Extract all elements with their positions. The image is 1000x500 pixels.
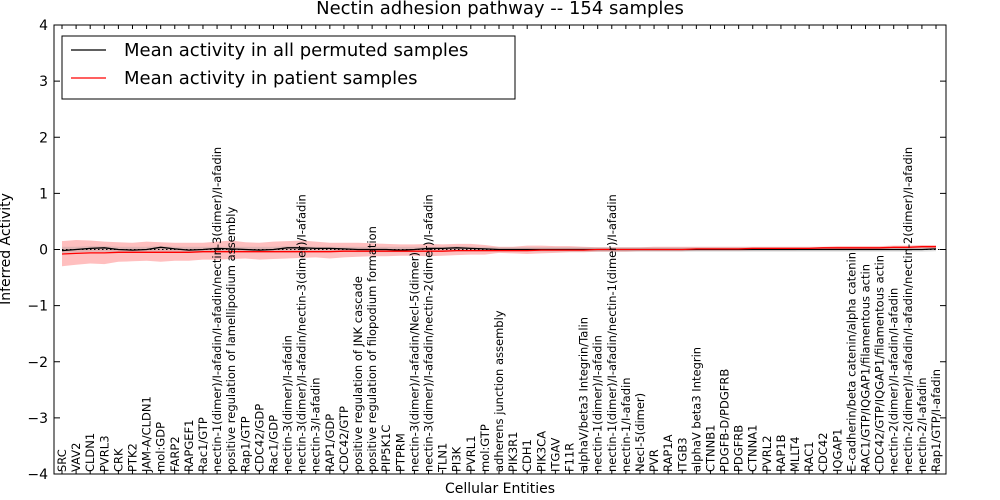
x-tick-label: RAC1/GTP/IQGAP1/filamentous actin (859, 264, 873, 472)
x-tick-label: F11R (563, 443, 577, 472)
legend-label-0: Mean activity in all permuted samples (124, 40, 468, 61)
y-tick-label: 0 (39, 243, 48, 259)
x-tick-label: PVRL1 (464, 435, 478, 472)
x-tick-label: nectin-3(dimer)/I-afadin/nectin-2(dimer)… (422, 194, 436, 472)
x-tick-label: PDGFRB (732, 425, 746, 472)
x-tick-label: alphaV/beta3 Integrin/Talin (577, 317, 591, 472)
series-line-0 (61, 246, 937, 252)
x-axis-label: Cellular Entities (445, 481, 555, 497)
chart-title: Nectin adhesion pathway -- 154 samples (316, 0, 684, 19)
x-tick-label: nectin-2/I-afadin (915, 378, 929, 473)
x-tick-label: nectin-3(dimer)/I-afadin/Necl-5(dimer) (407, 252, 421, 472)
x-tick-label: positive regulation of filopodium format… (365, 226, 379, 472)
x-tick-label: nectin-2(dimer)/I-afadin/I-afadin (887, 288, 901, 472)
x-tick-label: CDC42/GDP (252, 404, 266, 472)
series-line-1 (61, 246, 936, 255)
y-tick-label: −3 (27, 411, 48, 427)
legend: Mean activity in all permuted samplesMea… (61, 35, 516, 100)
x-tick-label: PTK2 (126, 443, 140, 472)
x-tick-label: ITGAV (548, 438, 562, 472)
y-tick-label: 1 (39, 186, 48, 202)
y-tick-label: 2 (39, 130, 48, 146)
legend-label-1: Mean activity in patient samples (124, 68, 418, 89)
x-tick-label: alphaV beta3 Integrin (689, 347, 703, 472)
x-tick-label: RAC1 (802, 441, 816, 472)
y-tick-label: 4 (39, 18, 48, 34)
x-tick-label: RAP1B (774, 434, 788, 472)
x-tick-label: Rac1/GTP (196, 417, 210, 472)
x-tick-label: CLDN1 (83, 433, 97, 472)
x-tick-label: RAPGEF1 (182, 420, 196, 472)
x-tick-label: PIK3CA (534, 431, 548, 472)
x-tick-label: TLN1 (436, 443, 450, 473)
band-0 (62, 240, 936, 267)
y-tick-label: −1 (27, 299, 48, 315)
x-tick-label: CTNNA1 (746, 425, 760, 472)
x-tick-label: PIP5K1C (379, 425, 393, 472)
x-tick-label: Rac1/GDP (267, 415, 281, 472)
y-tick-label: −4 (27, 467, 48, 483)
x-tick-label: adherens junction assembly (492, 310, 506, 472)
x-tick-label: nectin-1/I-afadin (619, 378, 633, 473)
y-tick-label: −2 (27, 355, 48, 371)
x-tick-label: Rap1/GTP (238, 416, 252, 472)
x-tick-label: PVR (647, 449, 661, 472)
x-tick-label: mol:GDP (154, 422, 168, 472)
x-tick-label: PVRL2 (760, 435, 774, 472)
x-tick-label: nectin-3/I-afadin (309, 378, 323, 473)
x-tick-label: CDC42 (816, 432, 830, 472)
x-tick-label: nectin-3(dimer)/I-afadin/nectin-3(dimer)… (295, 194, 309, 472)
x-tick-label: nectin-1(dimer)/I-afadin/nectin-1(dimer)… (605, 194, 619, 472)
x-tick-label: CDH1 (520, 439, 534, 472)
x-tick-label: CRK (111, 448, 125, 472)
x-tick-label: positive regulation of JNK cascade (351, 276, 365, 472)
x-tick-label: CDC42/GTP (337, 406, 351, 472)
x-tick-label: PIK3R1 (506, 432, 520, 473)
x-tick-label: nectin-2(dimer)/I-afadin/I-afadin/nectin… (901, 147, 915, 472)
x-tick-label: CTNNB1 (704, 425, 718, 472)
y-axis-label: Inferred Activity (0, 193, 14, 305)
legend-box (61, 35, 516, 100)
x-tick-label: Necl-5(dimer) (633, 393, 647, 472)
x-tick-label: MLLT4 (788, 437, 802, 473)
x-tick-label: RAP1/GDP (323, 414, 337, 472)
x-tick-label: ITGB3 (675, 437, 689, 472)
x-tick-label: VAV2 (69, 443, 83, 472)
x-tick-label: PI3K (450, 446, 464, 472)
x-tick-label: IQGAP1 (830, 429, 844, 472)
x-tick-label: RAP1A (661, 434, 675, 472)
x-tick-label: nectin-1(dimer)/I-afadin/I-afadin/nectin… (210, 147, 224, 472)
x-tick-label: PDGFB-D/PDGFRB (718, 369, 732, 472)
x-tick-label: PTPRM (393, 433, 407, 472)
x-tick-label: nectin-3(dimer)/I-afadin (281, 335, 295, 472)
x-tick-label: JAM-A/CLDN1 (140, 396, 154, 473)
y-tick-label: 3 (39, 74, 48, 90)
x-tick-label: SRC (55, 449, 69, 472)
x-tick-label: CDC42/GTP/IQGAP1/filamentous actin (873, 255, 887, 472)
x-tick-label: FARP2 (168, 436, 182, 472)
x-tick-label: E-cadherin/beta catenin/alpha catenin (844, 252, 858, 472)
x-tick-label: mol:GTP (478, 424, 492, 472)
x-tick-label: PVRL3 (97, 435, 111, 472)
x-tick-label: nectin-1(dimer)/I-afadin (591, 335, 605, 472)
x-tick-label: Rap1/GTP/I-afadin (929, 369, 943, 472)
x-tick-label: positive regulation of lamellipodium ass… (224, 207, 238, 472)
